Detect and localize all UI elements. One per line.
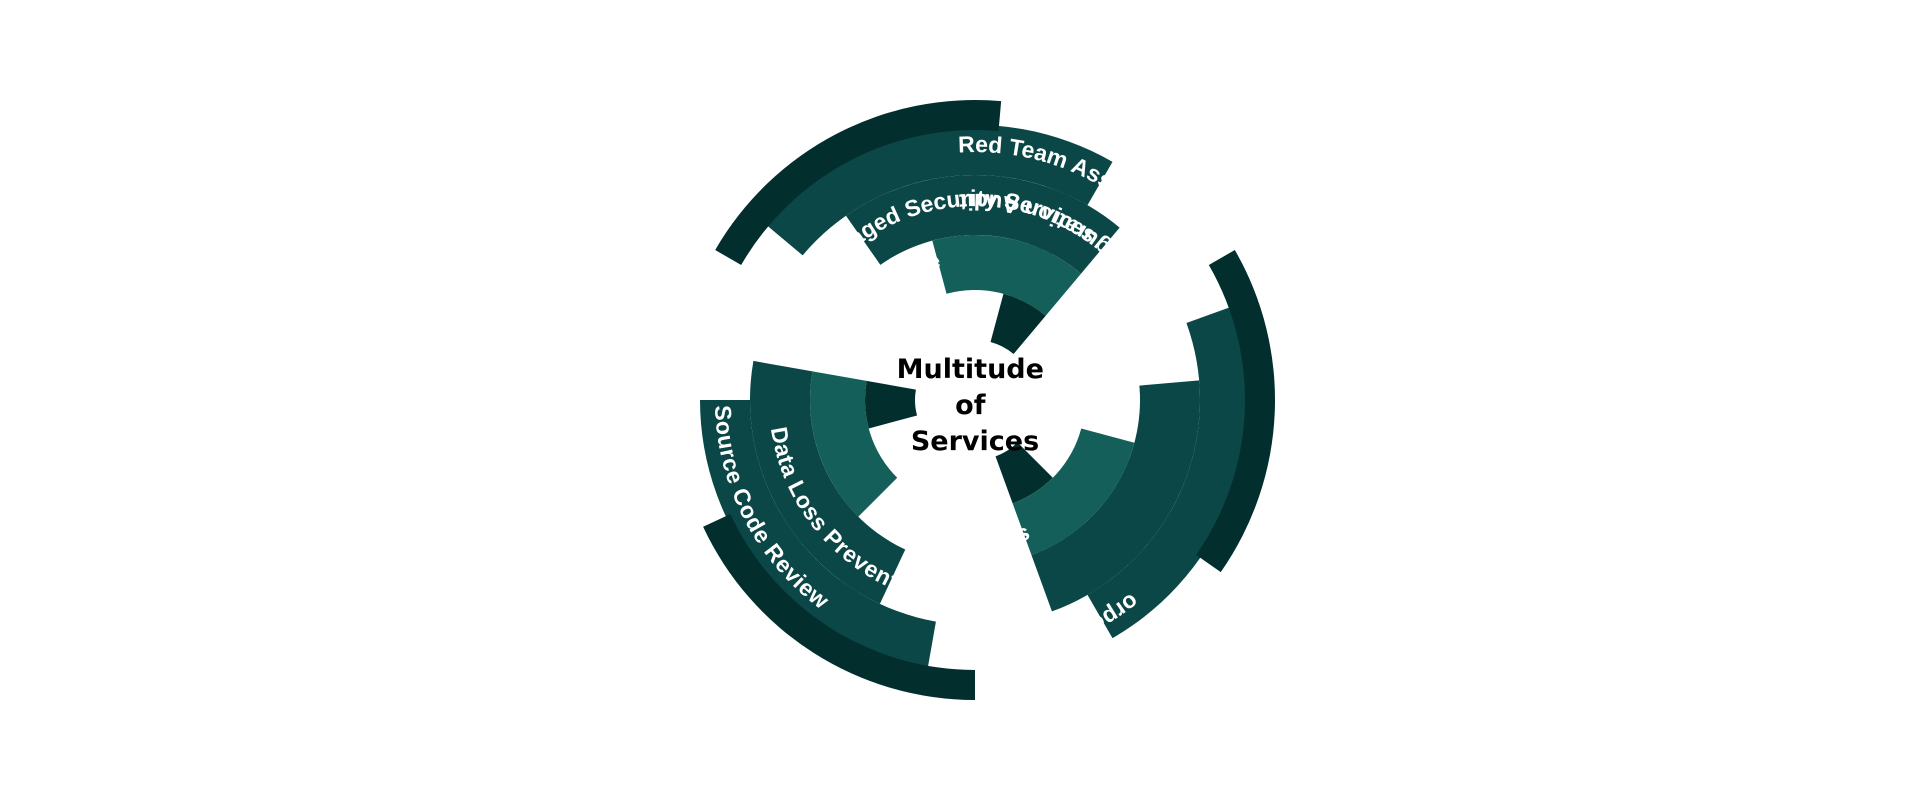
vapt-segment — [932, 235, 1082, 316]
center-title-line-2: of — [955, 390, 986, 421]
red-team-assessment-segment — [700, 400, 936, 671]
service-label-text-0: compliance — [831, 247, 943, 347]
ring-segments — [700, 100, 1275, 700]
configuration-audit-segment — [845, 175, 1120, 274]
center-title-line-1: Multitude — [897, 354, 1044, 385]
data-loss-prevention-segment — [1031, 380, 1200, 612]
source-code-review-segment — [1087, 305, 1250, 639]
forensics-gear-icon — [897, 494, 937, 541]
service-label-text-3: VAPT — [1062, 287, 1117, 351]
compliance-icon-segment — [864, 380, 918, 429]
vapt-icon-segment — [990, 293, 1046, 355]
center-title: Multitude of Services — [897, 354, 1054, 457]
service-label-0: compliance — [831, 247, 944, 347]
forensics-icon-segment — [995, 442, 1053, 504]
forensics-segment — [1012, 428, 1135, 556]
compliance-segment — [809, 371, 898, 517]
red-team-assessment-outer-segment — [703, 514, 975, 700]
vapt-tablet-icon — [1094, 358, 1140, 404]
service-label-3: VAPT — [1062, 287, 1117, 351]
compliance-document-icon — [875, 261, 921, 308]
source-code-review-outer-segment — [1196, 250, 1275, 573]
corporate-trainings-outer-segment — [715, 100, 1002, 265]
managed-security-services-segment — [750, 360, 906, 604]
center-title-line-3: Services — [911, 426, 1039, 457]
